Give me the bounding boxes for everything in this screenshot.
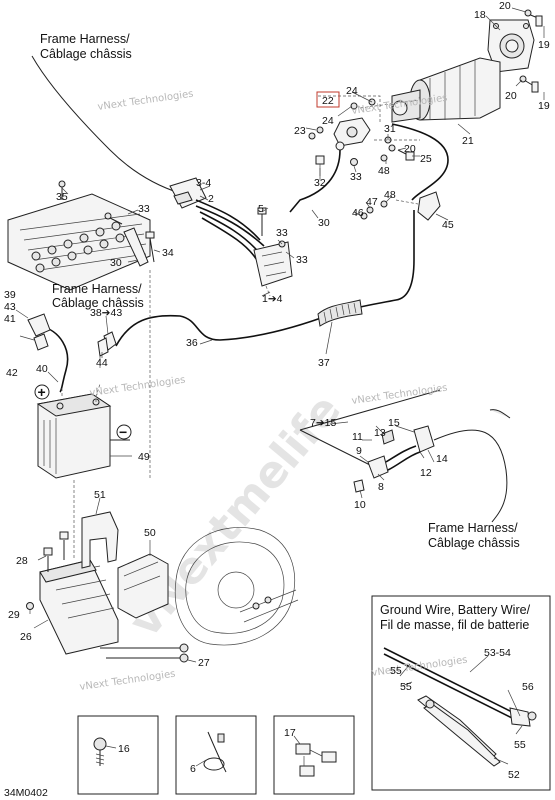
callout-22: 22 <box>322 95 334 107</box>
svg-text:vNext Technologies: vNext Technologies <box>79 669 176 693</box>
callout-9: 9 <box>356 445 362 457</box>
callout-11: 11 <box>352 431 363 443</box>
svg-text:vNext Technologies: vNext Technologies <box>351 383 448 407</box>
callout-13: 13 <box>374 427 386 439</box>
title-frame-harness-top-1: Frame Harness/ <box>40 32 130 46</box>
title-frame-harness-right-1: Frame Harness/ <box>428 521 518 535</box>
callout-33: 33 <box>138 203 150 215</box>
callout-28: 28 <box>16 555 28 567</box>
title-frame-harness-mid-1: Frame Harness/ <box>52 282 142 296</box>
callout-18: 18 <box>474 9 486 21</box>
callout-12: 12 <box>420 467 432 479</box>
callout-30: 30 <box>318 217 330 229</box>
callout-27: 27 <box>198 657 210 669</box>
title-frame-harness-top-2: Câblage châssis <box>40 47 132 61</box>
callout-35: 35 <box>56 191 68 203</box>
title-frame-harness-mid-2: Câblage châssis <box>52 296 144 310</box>
callout-17: 17 <box>284 727 296 739</box>
callout-25: 25 <box>420 153 432 165</box>
callout-19: 19 <box>538 100 550 112</box>
callout-48: 48 <box>384 189 396 201</box>
callout-10: 10 <box>354 499 366 511</box>
callout-53-54: 53-54 <box>484 647 511 659</box>
callout-15: 15 <box>388 417 400 429</box>
callout-52: 52 <box>508 769 520 781</box>
callout-5: 5 <box>258 203 264 215</box>
callout-34: 34 <box>162 247 174 259</box>
battery-positive-marker: + <box>38 384 46 400</box>
section-titles: Frame Harness/ Câblage châssis Frame Har… <box>40 32 531 632</box>
starter-assembly <box>289 9 543 221</box>
callout-51: 51 <box>94 489 106 501</box>
callout-19: 19 <box>538 39 550 51</box>
callout-31: 31 <box>384 123 396 135</box>
callout-36: 36 <box>186 337 198 349</box>
callout-24: 24 <box>346 85 358 97</box>
callout-56: 56 <box>522 681 534 693</box>
bottom-boxes <box>77 715 355 795</box>
title-frame-harness-right-2: Câblage châssis <box>428 536 520 550</box>
harness-7-15 <box>299 389 511 523</box>
callout-3-4: 3-4 <box>196 177 211 189</box>
figure-code: 34M0402 <box>4 787 48 799</box>
callout-55: 55 <box>390 665 402 677</box>
callout-6: 6 <box>190 763 196 775</box>
callout-55: 55 <box>514 739 526 751</box>
callout-2: 2 <box>208 193 214 205</box>
callout-33: 33 <box>276 227 288 239</box>
callout-8: 8 <box>378 481 384 493</box>
callout-50: 50 <box>144 527 156 539</box>
battery-cables <box>27 210 415 393</box>
svg-text:vNext Technologies: vNext Technologies <box>89 375 186 399</box>
callout-43: 43 <box>4 301 16 313</box>
callout-30: 30 <box>110 257 122 269</box>
cover-and-engine <box>117 527 299 646</box>
callout-45: 45 <box>442 219 454 231</box>
highlight-box-22 <box>316 91 340 108</box>
frame-harness-top <box>31 55 293 297</box>
callout-33: 33 <box>350 171 362 183</box>
svg-text:vNext Technologies: vNext Technologies <box>97 89 194 113</box>
callout-49: 49 <box>138 451 150 463</box>
callout-20: 20 <box>404 143 416 155</box>
callout-16: 16 <box>118 743 130 755</box>
title-ground-wire-2: Fil de masse, fil de batterie <box>380 618 529 632</box>
callout-29: 29 <box>8 609 20 621</box>
callout-39: 39 <box>4 289 16 301</box>
callout-14: 14 <box>436 453 448 465</box>
callout-41: 41 <box>4 313 16 325</box>
callouts: 18 20 19 20 19 22 24 24 23 31 20 25 21 3… <box>4 0 550 781</box>
callout-40: 40 <box>36 363 48 375</box>
svg-text:vNext Technologies: vNext Technologies <box>371 655 468 679</box>
callout-46: 46 <box>352 207 364 219</box>
ground-wire-box <box>371 595 551 791</box>
callout-42: 42 <box>6 367 18 379</box>
callout-44: 44 <box>96 357 108 369</box>
callout-33: 33 <box>296 254 308 266</box>
callout-37: 37 <box>318 357 330 369</box>
module-35 <box>7 180 155 291</box>
callout-32: 32 <box>314 177 326 189</box>
callout-7-15: 7➔15 <box>310 417 336 429</box>
callout-23: 23 <box>294 125 306 137</box>
leader-lines <box>15 7 545 767</box>
callout-48: 48 <box>378 165 390 177</box>
callout-1-4: 1➔4 <box>262 293 283 305</box>
callout-38-43: 38➔43 <box>90 307 122 319</box>
callout-26: 26 <box>20 631 32 643</box>
callout-21: 21 <box>462 135 474 147</box>
callout-47: 47 <box>366 196 378 208</box>
battery-negative-marker: − <box>119 424 127 440</box>
callout-24: 24 <box>322 115 334 127</box>
callout-20: 20 <box>505 90 517 102</box>
title-ground-wire-1: Ground Wire, Battery Wire/ <box>380 603 531 617</box>
battery <box>34 383 132 479</box>
battery-tray <box>26 270 189 663</box>
callout-55: 55 <box>400 681 412 693</box>
callout-20: 20 <box>499 0 511 12</box>
